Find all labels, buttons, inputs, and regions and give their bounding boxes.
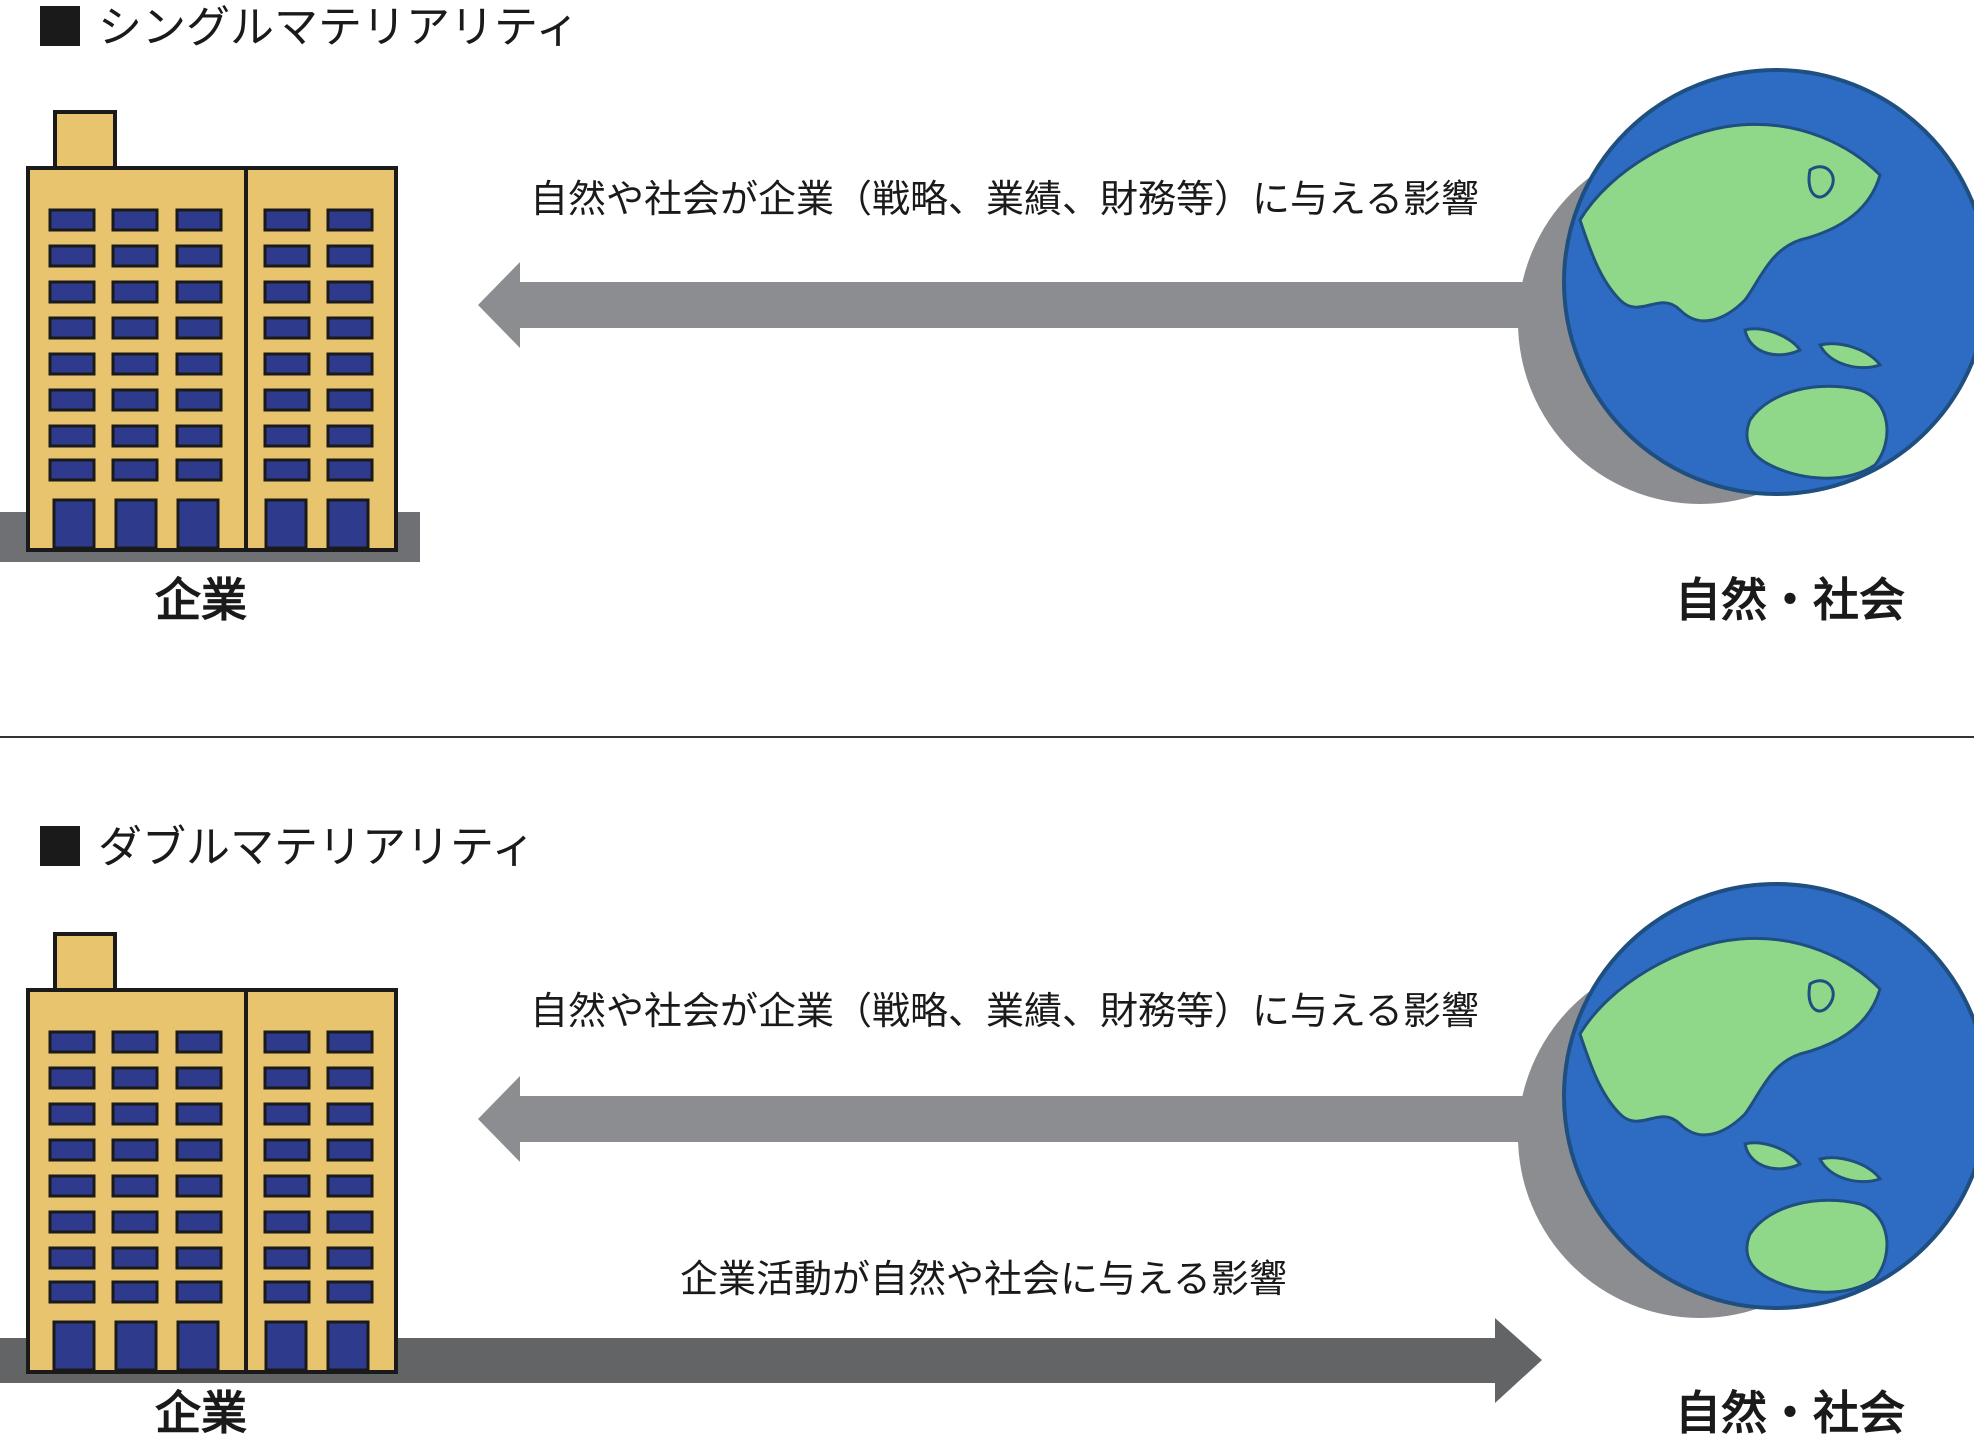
arrow-left-icon bbox=[478, 1076, 1560, 1162]
arrow-left-icon bbox=[478, 262, 1560, 348]
section-divider bbox=[0, 736, 1974, 738]
double-materiality-diagram bbox=[0, 882, 1974, 1403]
building-windows bbox=[48, 208, 374, 550]
heading-text: シングルマテリアリティ bbox=[98, 2, 580, 53]
single-materiality-section: シングルマテリアリティ bbox=[0, 2, 1974, 627]
arrow-bottom-label: 企業活動が自然や社会に与える影響 bbox=[680, 1257, 1287, 1301]
nature-label: 自然・社会 bbox=[1675, 573, 1905, 627]
company-label: 企業 bbox=[155, 1386, 247, 1440]
arrow-top-label: 自然や社会が企業（戦略、業績、財務等）に与える影響 bbox=[530, 989, 1479, 1033]
building-windows bbox=[48, 1030, 374, 1372]
building-icon bbox=[0, 110, 420, 562]
arrow-top-label: 自然や社会が企業（戦略、業績、財務等）に与える影響 bbox=[530, 177, 1479, 221]
building-icon bbox=[26, 932, 398, 1374]
single-materiality-diagram bbox=[0, 68, 1974, 562]
double-materiality-section: ダブルマテリアリティ bbox=[0, 738, 1974, 1449]
square-bullet-icon bbox=[40, 826, 80, 866]
section-heading: ダブルマテリアリティ bbox=[40, 822, 535, 874]
heading-text: ダブルマテリアリティ bbox=[98, 822, 536, 873]
section-heading: シングルマテリアリティ bbox=[40, 2, 579, 54]
globe-icon bbox=[1518, 882, 1974, 1318]
square-bullet-icon bbox=[40, 6, 80, 46]
company-label: 企業 bbox=[155, 573, 247, 627]
nature-label: 自然・社会 bbox=[1675, 1386, 1905, 1440]
globe-icon bbox=[1518, 68, 1974, 504]
